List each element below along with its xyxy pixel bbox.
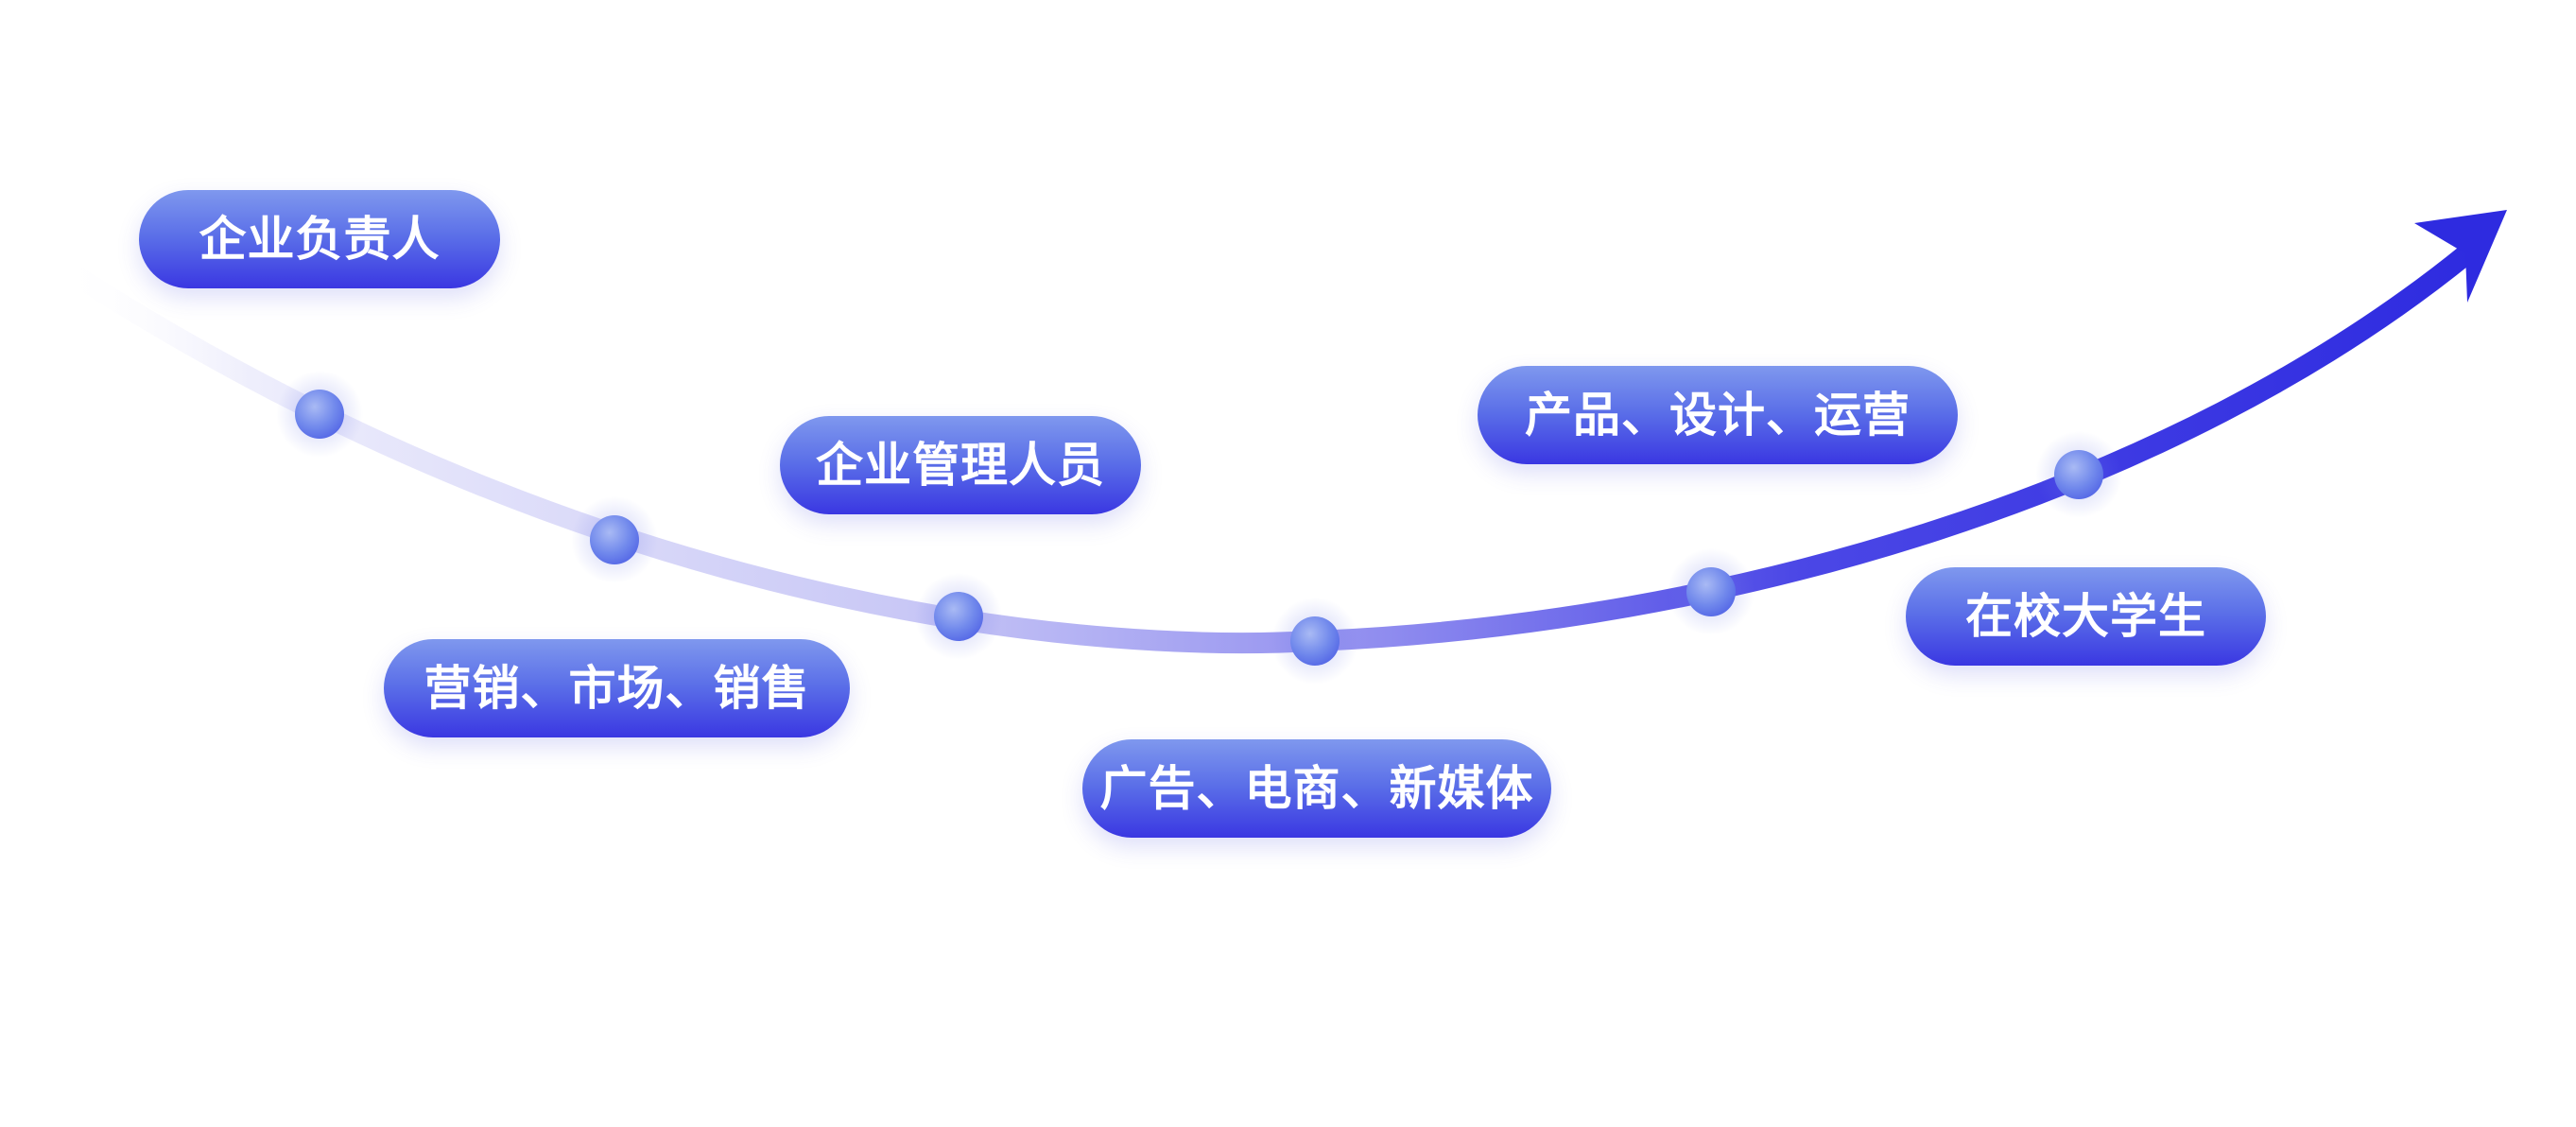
curve-node (2035, 431, 2122, 518)
label-pill-product-design-ops: 产品、设计、运营 (1478, 366, 1958, 464)
arrow-head-icon (2414, 210, 2507, 303)
label-pill-management: 企业管理人员 (780, 416, 1141, 514)
label-pill-business-owner: 企业负责人 (139, 190, 500, 288)
label-pill-ads-ecommerce-media: 广告、电商、新媒体 (1082, 739, 1551, 838)
label-pill-marketing-sales: 营销、市场、销售 (384, 639, 850, 737)
curve-node (276, 371, 363, 458)
curve-node (915, 573, 1002, 660)
label-pill-students: 在校大学生 (1906, 567, 2266, 666)
curve-node (1271, 598, 1358, 685)
curve-node (571, 496, 658, 583)
curve-node (1668, 548, 1755, 635)
